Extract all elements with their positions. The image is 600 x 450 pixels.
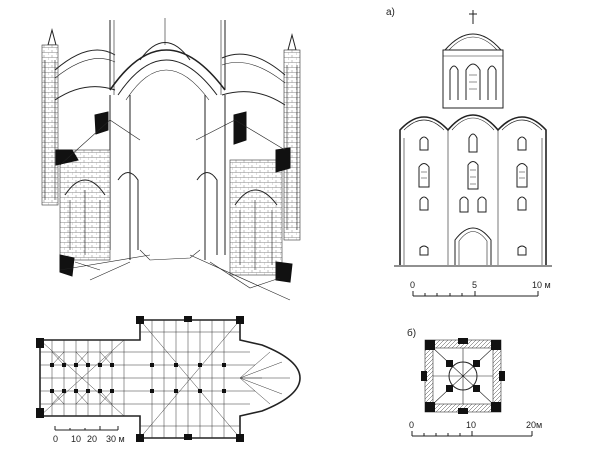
cathedral-scale-tick-0: 0 [53, 434, 58, 444]
church-floor-plan: б) 0 10 20м [407, 327, 542, 437]
plan-scale-tick-10: 10 [466, 420, 476, 430]
gothic-cathedral-floor-plan: 0 10 20 30 м [36, 316, 301, 444]
plan-label: б) [407, 327, 416, 339]
church-plan-scale-bar: 0 10 20м [409, 420, 542, 437]
nave-vault [109, 18, 226, 101]
church-elevation-drawing: а) [386, 7, 552, 297]
elevation-scale-tick-10: 10 м [532, 280, 551, 290]
piers [36, 316, 244, 442]
plan-scale-tick-20: 20м [526, 420, 542, 430]
elevation-scale-tick-5: 5 [472, 280, 477, 290]
elevation-scale-tick-0: 0 [410, 280, 415, 290]
drum-windows [449, 63, 497, 100]
portal [454, 227, 492, 265]
left-aisle [55, 95, 141, 281]
elevation-label: а) [386, 7, 395, 18]
vault-grid [39, 319, 290, 439]
cross [469, 10, 477, 24]
cathedral-scale-tick-30: 30 м [106, 434, 125, 444]
cathedral-plan-scale-bar: 0 10 20 30 м [53, 426, 125, 444]
facade-windows [418, 133, 528, 213]
left-pinnacle [41, 28, 59, 206]
cathedral-scale-tick-20: 20 [87, 434, 97, 444]
gothic-cathedral-section-drawing [41, 18, 301, 301]
church-piers [421, 338, 505, 414]
right-aisle [195, 95, 293, 289]
flying-buttresses [54, 49, 286, 106]
cathedral-scale-tick-10: 10 [71, 434, 81, 444]
right-pinnacle [283, 33, 301, 241]
plan-scale-tick-0: 0 [409, 420, 414, 430]
elevation-scale-bar: 0 5 10 м [410, 280, 551, 297]
